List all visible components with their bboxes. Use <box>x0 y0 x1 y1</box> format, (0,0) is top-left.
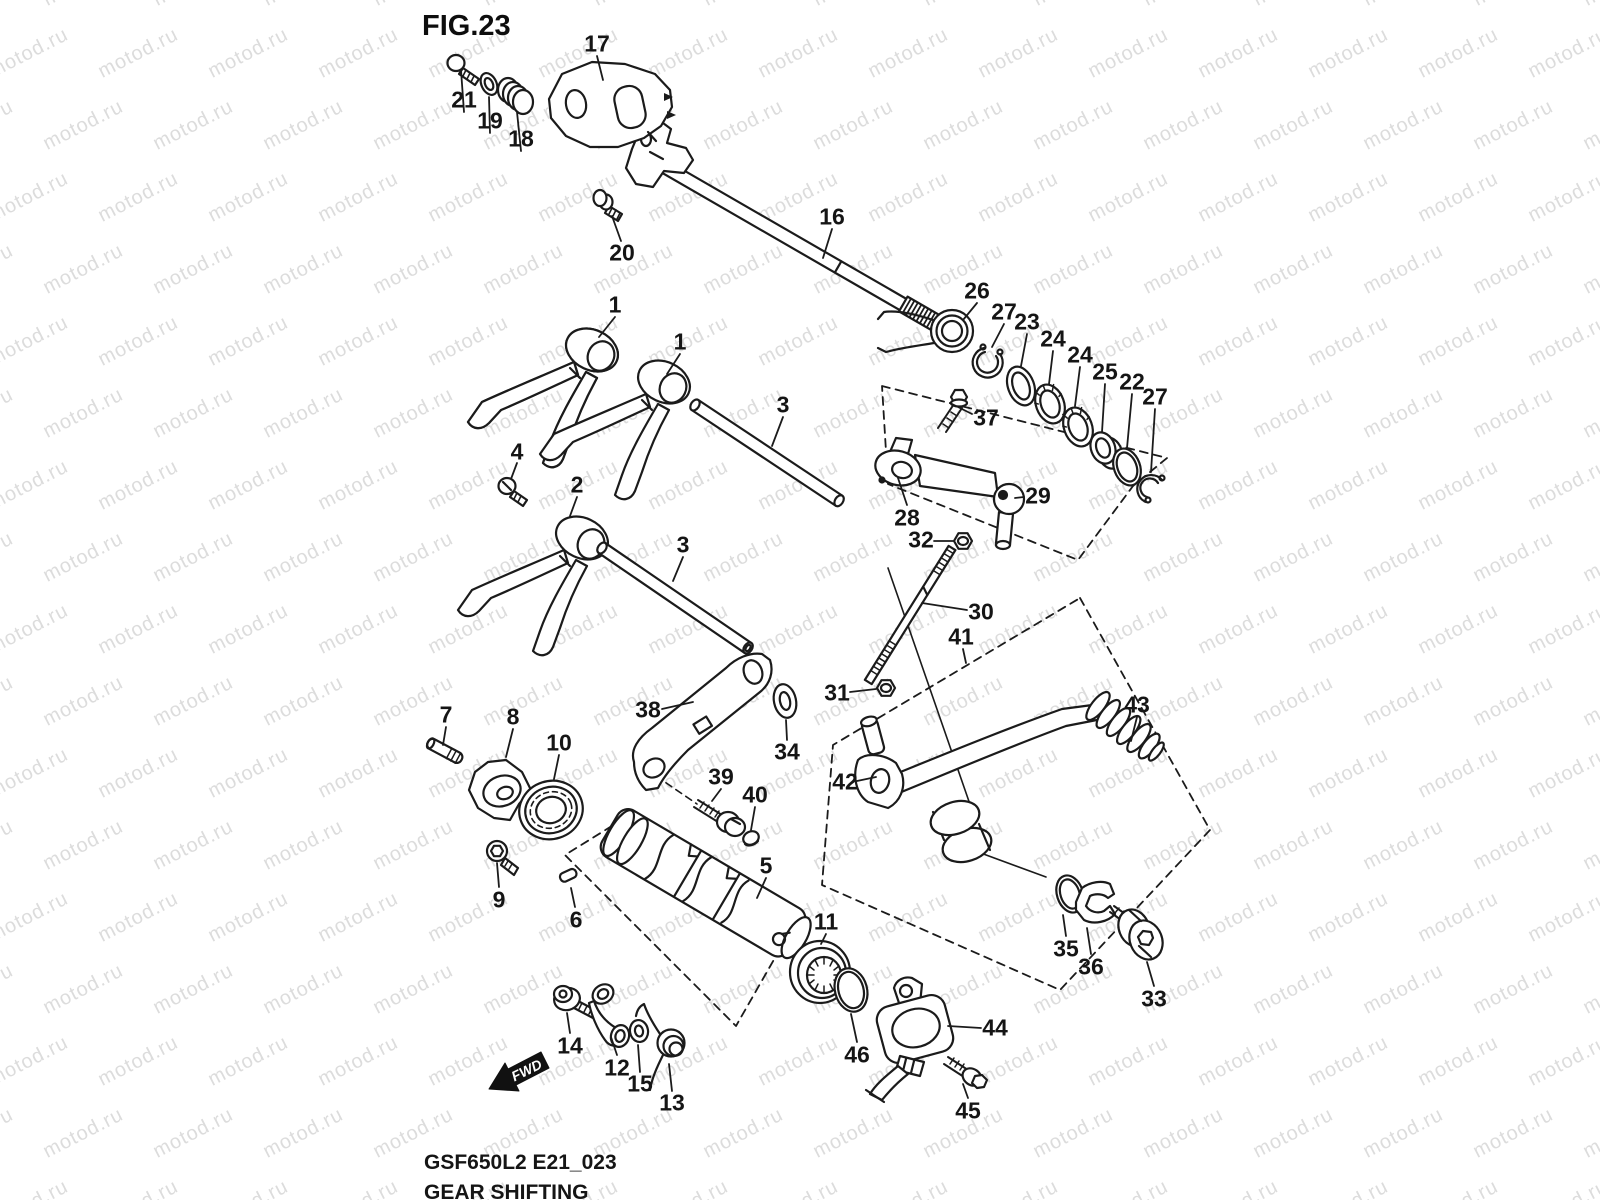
dashed-box-shift-lever <box>821 597 1211 991</box>
part-label-34: 34 <box>774 738 800 765</box>
part-43-lever-rubber <box>1085 690 1165 762</box>
part-label-18: 18 <box>508 125 534 152</box>
part-label-26: 26 <box>964 277 990 304</box>
part-46-o-ring <box>833 967 869 1013</box>
part-12-link <box>587 983 631 1048</box>
part-label-24: 24 <box>1040 325 1066 352</box>
part-label-1: 1 <box>608 291 622 318</box>
part-22-washer <box>1112 447 1142 487</box>
part-38-cam-driven-arm <box>631 652 773 792</box>
part-19-washer <box>479 72 499 96</box>
part-7-pin <box>425 737 464 765</box>
part-27-snap-ring-a <box>971 343 1004 379</box>
part-label-4: 4 <box>510 438 524 465</box>
part-label-30: 30 <box>968 598 994 625</box>
part-24-bearing-b <box>1062 406 1094 448</box>
part-40-plug <box>742 830 760 847</box>
part-label-11: 11 <box>813 908 839 935</box>
part-34-washer <box>772 683 798 719</box>
part-label-10: 10 <box>546 729 572 756</box>
part-label-31: 31 <box>824 679 850 706</box>
part-label-41: 41 <box>948 623 974 650</box>
part-label-27: 27 <box>1142 383 1168 410</box>
part-label-12: 12 <box>604 1054 630 1081</box>
part-5-gear-shift-cam <box>599 808 812 960</box>
part-label-15: 15 <box>627 1070 653 1097</box>
part-label-3: 3 <box>676 531 690 558</box>
part-label-16: 16 <box>819 203 845 230</box>
part-20-bolt <box>592 188 624 223</box>
part-44-gear-position-sensor <box>864 976 955 1104</box>
alignment-lines <box>655 567 1047 878</box>
model-code: GSF650L2 E21_023 <box>424 1151 617 1174</box>
part-32-nut <box>952 532 974 550</box>
part-45-bolt <box>943 1056 989 1090</box>
part-label-6: 6 <box>569 906 583 933</box>
part-label-45: 45 <box>955 1097 981 1124</box>
part-label-13: 13 <box>659 1089 685 1116</box>
part-label-42: 42 <box>832 768 858 795</box>
part-13-spring <box>634 1002 686 1092</box>
part-label-46: 46 <box>844 1041 870 1068</box>
part-3-fork-shaft-a <box>689 398 845 508</box>
part-label-22: 22 <box>1119 368 1145 395</box>
part-27-snap-ring-b <box>1136 473 1166 504</box>
part-label-36: 36 <box>1078 953 1104 980</box>
part-label-27: 27 <box>991 298 1017 325</box>
part-label-2: 2 <box>570 471 584 498</box>
part-23-washer <box>1005 365 1037 407</box>
part-label-33: 33 <box>1141 985 1167 1012</box>
part-label-9: 9 <box>492 886 506 913</box>
part-30-shift-rod <box>863 544 957 686</box>
part-label-44: 44 <box>982 1014 1008 1041</box>
part-label-1: 1 <box>673 328 687 355</box>
part-label-28: 28 <box>894 504 920 531</box>
part-24-bearing-a <box>1034 383 1066 425</box>
part-label-8: 8 <box>506 703 520 730</box>
part-6-pin <box>558 867 578 883</box>
part-4-screw <box>497 476 529 508</box>
part-17-gear-shift-plate <box>547 60 676 149</box>
part-8-cam-stopper <box>467 758 533 822</box>
part-label-19: 19 <box>477 107 503 134</box>
leader-lines <box>442 55 1156 1099</box>
part-label-7: 7 <box>439 701 453 728</box>
part-label-29: 29 <box>1025 482 1051 509</box>
figure-title: FIG.23 <box>422 10 511 42</box>
part-label-24: 24 <box>1067 341 1093 368</box>
part-29-ball-joint <box>992 482 1026 551</box>
part-label-23: 23 <box>1014 308 1040 335</box>
footer: GSF650L2 E21_023 GEAR SHIFTING <box>424 1148 617 1200</box>
part-label-38: 38 <box>635 696 661 723</box>
part-36-retainer <box>1074 880 1117 924</box>
part-label-20: 20 <box>609 239 635 266</box>
part-label-40: 40 <box>742 781 768 808</box>
figure-name: GEAR SHIFTING <box>424 1181 589 1200</box>
part-label-14: 14 <box>557 1032 583 1059</box>
part-label-37: 37 <box>973 404 999 431</box>
part-label-3: 3 <box>776 391 790 418</box>
part-label-35: 35 <box>1053 935 1079 962</box>
part-39-bolt <box>693 799 747 838</box>
part-18-spring <box>496 76 535 116</box>
part-3-fork-shaft-b <box>596 541 754 655</box>
part-label-32: 32 <box>908 526 934 553</box>
part-label-5: 5 <box>759 852 773 879</box>
part-label-39: 39 <box>708 763 734 790</box>
part-28-gear-shift-arm <box>874 436 1000 499</box>
part-10-bearing <box>518 779 584 841</box>
part-31-nut <box>875 679 897 697</box>
part-label-21: 21 <box>451 86 477 113</box>
part-label-17: 17 <box>584 30 610 57</box>
part-33-plug-bolt <box>1109 905 1164 961</box>
part-9-bolt <box>485 839 520 877</box>
part-15-washer <box>628 1018 650 1044</box>
part-label-43: 43 <box>1124 691 1150 718</box>
part-label-25: 25 <box>1092 358 1118 385</box>
